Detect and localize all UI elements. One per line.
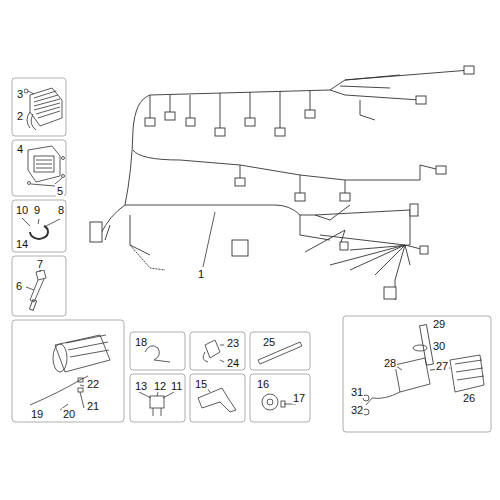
callout-number: 8 xyxy=(57,204,65,216)
control-unit xyxy=(28,146,65,186)
callout-number: 9 xyxy=(33,204,41,216)
callout-number: 4 xyxy=(16,143,24,155)
callout-number: 11 xyxy=(170,380,183,392)
callout-number: 28 xyxy=(383,357,397,369)
regulator xyxy=(24,88,62,130)
callout-number: 27 xyxy=(435,360,449,372)
callout-number: 10 xyxy=(15,204,29,216)
leader-line xyxy=(203,212,215,267)
callout-number: 5 xyxy=(56,185,64,197)
panel-frames xyxy=(12,78,491,432)
callout-number: 26 xyxy=(462,392,476,404)
connector-clip xyxy=(203,340,224,362)
callout-number: 1 xyxy=(197,268,205,280)
callout-number: 21 xyxy=(86,400,100,412)
callout-number: 6 xyxy=(15,280,23,292)
wiring-harness xyxy=(90,66,474,300)
callout-number: 2 xyxy=(16,110,24,122)
callout-number: 20 xyxy=(62,408,76,420)
callout-number: 25 xyxy=(262,336,276,348)
callout-number: 22 xyxy=(86,378,100,390)
callout-number: 14 xyxy=(15,238,29,250)
grommet-screw xyxy=(262,394,296,410)
callout-number: 31 xyxy=(350,386,364,398)
starter-motor xyxy=(30,335,110,410)
callout-number: 18 xyxy=(134,336,148,348)
callout-number: 32 xyxy=(350,404,364,416)
fuse xyxy=(139,392,174,416)
callout-number: 7 xyxy=(36,258,44,270)
cable-clip xyxy=(145,346,170,362)
callout-number: 17 xyxy=(292,392,306,404)
ignition-coil xyxy=(26,268,46,310)
callout-number: 3 xyxy=(16,88,24,100)
callout-number: 30 xyxy=(432,340,446,352)
callout-number: 23 xyxy=(226,337,240,349)
callout-number: 16 xyxy=(256,378,270,390)
callout-number: 24 xyxy=(226,357,240,369)
callout-number: 29 xyxy=(432,318,446,330)
callout-number: 19 xyxy=(30,408,44,420)
callout-number: 15 xyxy=(194,378,208,390)
callout-number: 12 xyxy=(153,380,167,392)
sensor-assembly xyxy=(363,325,484,415)
cable-ring xyxy=(22,218,60,239)
callout-number: 13 xyxy=(134,380,148,392)
